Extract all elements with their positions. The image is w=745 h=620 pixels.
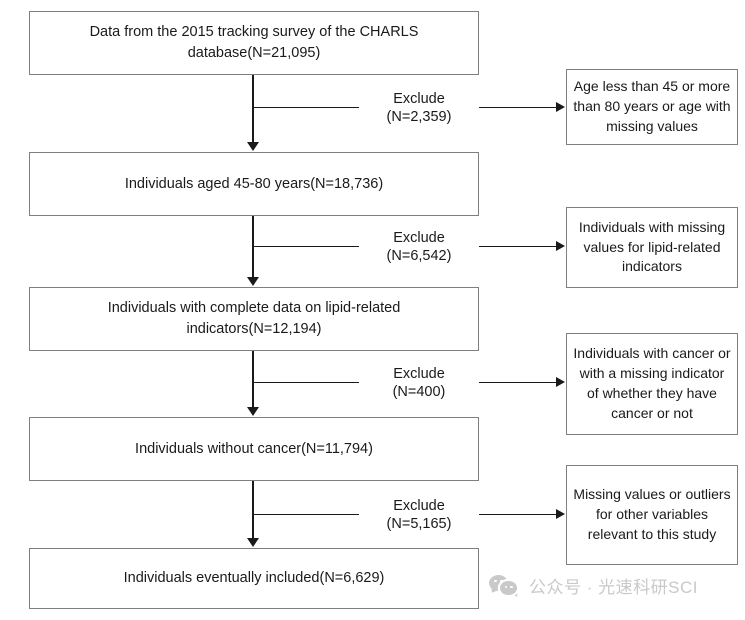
- exclusion-label-word: Exclude: [359, 229, 479, 248]
- connector-vertical-4: [252, 481, 254, 539]
- exclusion-label-3: Exclude (N=400): [359, 365, 479, 402]
- arrowhead-down-4: [246, 538, 259, 547]
- exclusion-label-word: Exclude: [359, 365, 479, 384]
- flow-box-text: Individuals eventually included(N=6,629): [123, 570, 385, 587]
- connector-vertical-1: [252, 75, 254, 143]
- exclusion-label-count: (N=2,359): [359, 108, 479, 127]
- connector-vertical-2: [252, 216, 254, 278]
- exclusion-label-4: Exclude (N=5,165): [359, 497, 479, 534]
- flow-box-aged-45-80: Individuals aged 45-80 years(N=18,736): [29, 152, 479, 216]
- arrowhead-down-3: [246, 407, 259, 416]
- exclusion-label-count: (N=400): [359, 383, 479, 402]
- wechat-icon: [488, 574, 520, 598]
- exclusion-label-count: (N=5,165): [359, 515, 479, 534]
- exclusion-label-1: Exclude (N=2,359): [359, 90, 479, 127]
- arrowhead-down-1: [246, 142, 259, 151]
- flow-box-text: Individuals with complete data on lipid-…: [107, 300, 401, 337]
- watermark: 公众号 · 光速科研SCI: [488, 573, 698, 598]
- exclusion-label-word: Exclude: [359, 497, 479, 516]
- flow-box-text: Individuals without cancer(N=11,794): [135, 440, 373, 457]
- flow-box-source-data: Data from the 2015 tracking survey of th…: [29, 11, 479, 75]
- exclusion-reason-text: Individuals with cancer or with a missin…: [573, 345, 731, 421]
- flow-box-without-cancer: Individuals without cancer(N=11,794): [29, 417, 479, 481]
- flow-box-text: Data from the 2015 tracking survey of th…: [89, 24, 419, 61]
- exclusion-label-2: Exclude (N=6,542): [359, 229, 479, 266]
- exclusion-label-count: (N=6,542): [359, 247, 479, 266]
- exclusion-reason-box-lipid-missing: Individuals with missing values for lipi…: [566, 207, 738, 288]
- exclusion-reason-text: Missing values or outliers for other var…: [573, 486, 731, 542]
- exclusion-reason-box-age: Age less than 45 or more than 80 years o…: [566, 69, 738, 145]
- flow-box-text: Individuals aged 45-80 years(N=18,736): [124, 175, 384, 192]
- exclusion-reason-text: Age less than 45 or more than 80 years o…: [573, 78, 731, 134]
- connector-vertical-3: [252, 351, 254, 408]
- flow-box-eventually-included: Individuals eventually included(N=6,629): [29, 548, 479, 609]
- exclusion-reason-box-other-variables: Missing values or outliers for other var…: [566, 465, 738, 565]
- arrowhead-right-3: [556, 377, 565, 387]
- watermark-text: 公众号 · 光速科研SCI: [529, 578, 698, 597]
- flow-box-complete-lipid-data: Individuals with complete data on lipid-…: [29, 287, 479, 351]
- exclusion-reason-text: Individuals with missing values for lipi…: [578, 218, 726, 275]
- exclusion-label-word: Exclude: [359, 90, 479, 109]
- exclusion-reason-box-cancer: Individuals with cancer or with a missin…: [566, 333, 738, 435]
- arrowhead-right-1: [556, 102, 565, 112]
- arrowhead-right-4: [556, 509, 565, 519]
- arrowhead-right-2: [556, 241, 565, 251]
- arrowhead-down-2: [246, 277, 259, 286]
